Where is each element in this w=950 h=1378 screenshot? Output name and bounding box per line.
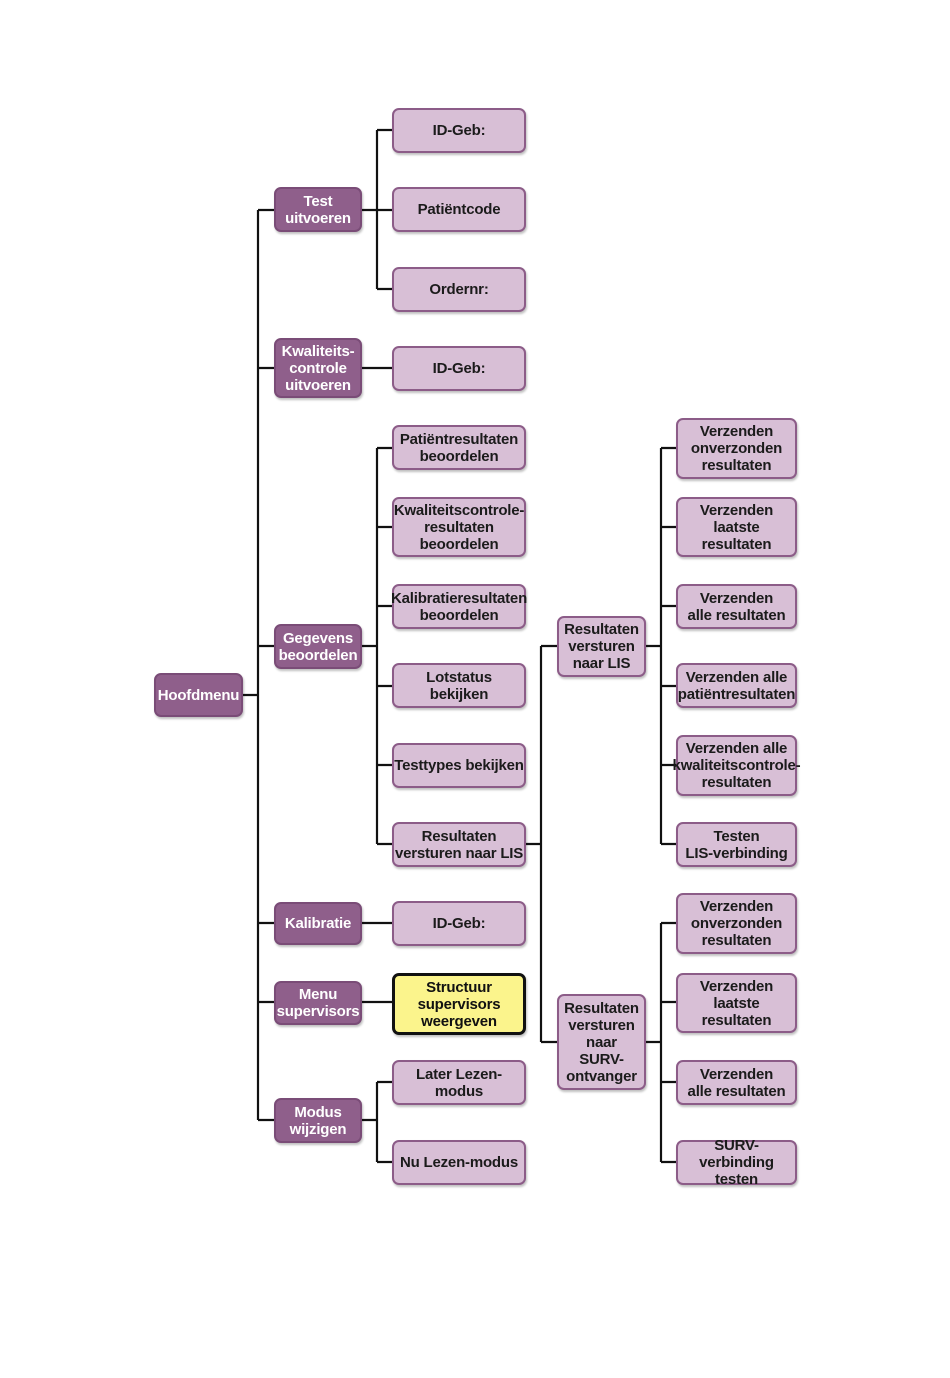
node-kwaliteitscontrole-uitvoeren: Kwaliteits- controle uitvoeren [274,338,362,398]
node-patientresultaten-beoordelen: Patiëntresultaten beoordelen [392,425,526,470]
node-id-geb-kalibratie: ID-Geb: [392,901,526,946]
node-lotstatus-bekijken: Lotstatus bekijken [392,663,526,708]
node-test-uitvoeren: Test uitvoeren [274,187,362,232]
node-structuur-supervisors-weergeven: Structuur supervisors weergeven [392,973,526,1035]
node-lis-verzenden-alle-patient: Verzenden alle patiëntresultaten [676,663,797,708]
node-surv-verzenden-laatste: Verzenden laatste resultaten [676,973,797,1033]
node-patientcode: Patiëntcode [392,187,526,232]
connector-surv [646,921,676,1164]
connector-lis [646,446,676,846]
node-menu-supervisors: Menu supervisors [274,981,362,1025]
node-testen-lis-verbinding: Testen LIS-verbinding [676,822,797,867]
node-surv-verzenden-alle: Verzenden alle resultaten [676,1060,797,1105]
node-ordernr: Ordernr: [392,267,526,312]
node-modus-wijzigen: Modus wijzigen [274,1098,362,1143]
node-lis-verzenden-alle-qc: Verzenden alle kwaliteitscontrole- resul… [673,735,801,796]
node-id-geb-qc: ID-Geb: [392,346,526,391]
connector-mode [362,1080,392,1164]
connector-root [243,208,274,1122]
connector-send [526,644,557,1044]
node-id-geb-test: ID-Geb: [392,108,526,153]
node-resultaten-versturen-surv: Resultaten versturen naar SURV- ontvange… [557,994,646,1090]
node-testtypes-bekijken: Testtypes bekijken [392,743,526,788]
node-nu-lezen-modus: Nu Lezen-modus [392,1140,526,1185]
node-resultaten-versturen-lis-sub: Resultaten versturen naar LIS [557,616,646,677]
node-surv-verbinding-testen: SURV-verbinding testen [676,1137,797,1188]
node-kalibratie: Kalibratie [274,902,362,945]
node-lis-verzenden-alle: Verzenden alle resultaten [676,584,797,629]
node-resultaten-versturen-naar-lis: Resultaten versturen naar LIS [392,822,526,867]
node-lis-verzenden-laatste: Verzenden laatste resultaten [676,497,797,557]
node-kalibratieresultaten-beoordelen: Kalibratieresultaten beoordelen [391,584,527,629]
node-later-lezen-modus: Later Lezen-modus [392,1060,526,1105]
connector-data [362,446,392,846]
node-surv-verzenden-onverzonden: Verzenden onverzonden resultaten [676,893,797,954]
node-gegevens-beoordelen: Gegevens beoordelen [274,624,362,669]
node-hoofdmenu: Hoofdmenu [154,673,243,717]
node-lis-verzenden-onverzonden: Verzenden onverzonden resultaten [676,418,797,479]
node-kwaliteitscontroleresultaten-beoordelen: Kwaliteitscontrole- resultaten beoordele… [392,497,526,557]
connector-test [362,128,392,291]
